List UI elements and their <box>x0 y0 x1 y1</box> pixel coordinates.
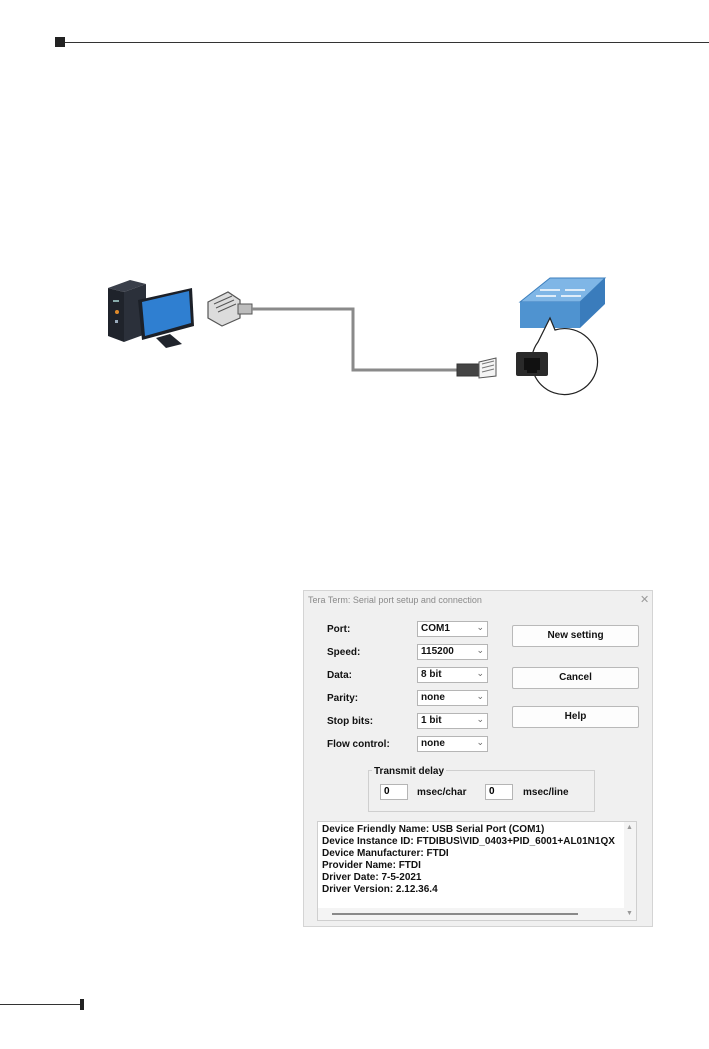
info-line: Provider Name: FTDI <box>322 860 421 871</box>
char-delay-unit: msec/char <box>417 787 467 798</box>
switch-icon <box>518 277 607 328</box>
console-cable <box>252 307 460 372</box>
console-port-callout <box>516 316 599 396</box>
info-line: Driver Version: 2.12.36.4 <box>322 884 438 895</box>
scroll-down-icon[interactable]: ▼ <box>626 910 633 917</box>
chevron-down-icon: ⌄ <box>476 622 484 632</box>
footer-square-marker <box>80 999 84 1010</box>
chevron-down-icon: ⌄ <box>476 737 484 747</box>
port-select[interactable]: COM1⌄ <box>417 621 488 637</box>
chevron-down-icon: ⌄ <box>476 645 484 655</box>
transmit-delay-group <box>368 770 595 812</box>
connection-diagram <box>108 277 607 396</box>
console-plug-icon <box>456 357 497 379</box>
horizontal-scrollbar[interactable] <box>318 908 626 920</box>
data-label: Data: <box>327 670 353 681</box>
footer-rule <box>0 1004 80 1005</box>
flow-control-select[interactable]: none⌄ <box>417 736 488 752</box>
device-info-box: Device Friendly Name: USB Serial Port (C… <box>317 821 637 921</box>
cancel-button[interactable]: Cancel <box>512 667 639 689</box>
rj45-plug-icon <box>207 291 253 327</box>
scroll-up-icon[interactable]: ▲ <box>626 824 633 831</box>
close-icon[interactable]: ✕ <box>640 594 650 606</box>
info-line: Device Friendly Name: USB Serial Port (C… <box>322 824 545 835</box>
dialog-title: Tera Term: Serial port setup and connect… <box>308 595 482 605</box>
parity-select[interactable]: none⌄ <box>417 690 488 706</box>
info-line: Device Instance ID: FTDIBUS\VID_0403+PID… <box>322 836 615 847</box>
transmit-delay-title: Transmit delay <box>372 766 447 777</box>
help-button[interactable]: Help <box>512 706 639 728</box>
flow-control-label: Flow control: <box>327 739 390 750</box>
horizontal-scroll-thumb[interactable] <box>332 913 578 915</box>
stop-bits-label: Stop bits: <box>327 716 374 727</box>
char-delay-input[interactable]: 0 <box>380 784 408 800</box>
new-setting-button[interactable]: New setting <box>512 625 639 647</box>
info-line: Device Manufacturer: FTDI <box>322 848 449 859</box>
parity-label: Parity: <box>327 693 359 704</box>
line-delay-unit: msec/line <box>523 787 569 798</box>
header-square-marker <box>55 37 65 47</box>
line-delay-input[interactable]: 0 <box>485 784 513 800</box>
port-label: Port: <box>327 624 351 635</box>
info-line: Driver Date: 7-5-2021 <box>322 872 422 883</box>
serial-port-setup-dialog: Tera Term: Serial port setup and connect… <box>303 590 653 927</box>
chevron-down-icon: ⌄ <box>476 668 484 678</box>
pc-icon <box>108 280 194 348</box>
data-select[interactable]: 8 bit⌄ <box>417 667 488 683</box>
chevron-down-icon: ⌄ <box>476 691 484 701</box>
vertical-scrollbar[interactable]: ▲ ▼ <box>624 822 636 920</box>
stop-bits-select[interactable]: 1 bit⌄ <box>417 713 488 729</box>
header-rule <box>65 42 709 43</box>
speed-label: Speed: <box>327 647 361 658</box>
speed-select[interactable]: 115200⌄ <box>417 644 488 660</box>
chevron-down-icon: ⌄ <box>476 714 484 724</box>
